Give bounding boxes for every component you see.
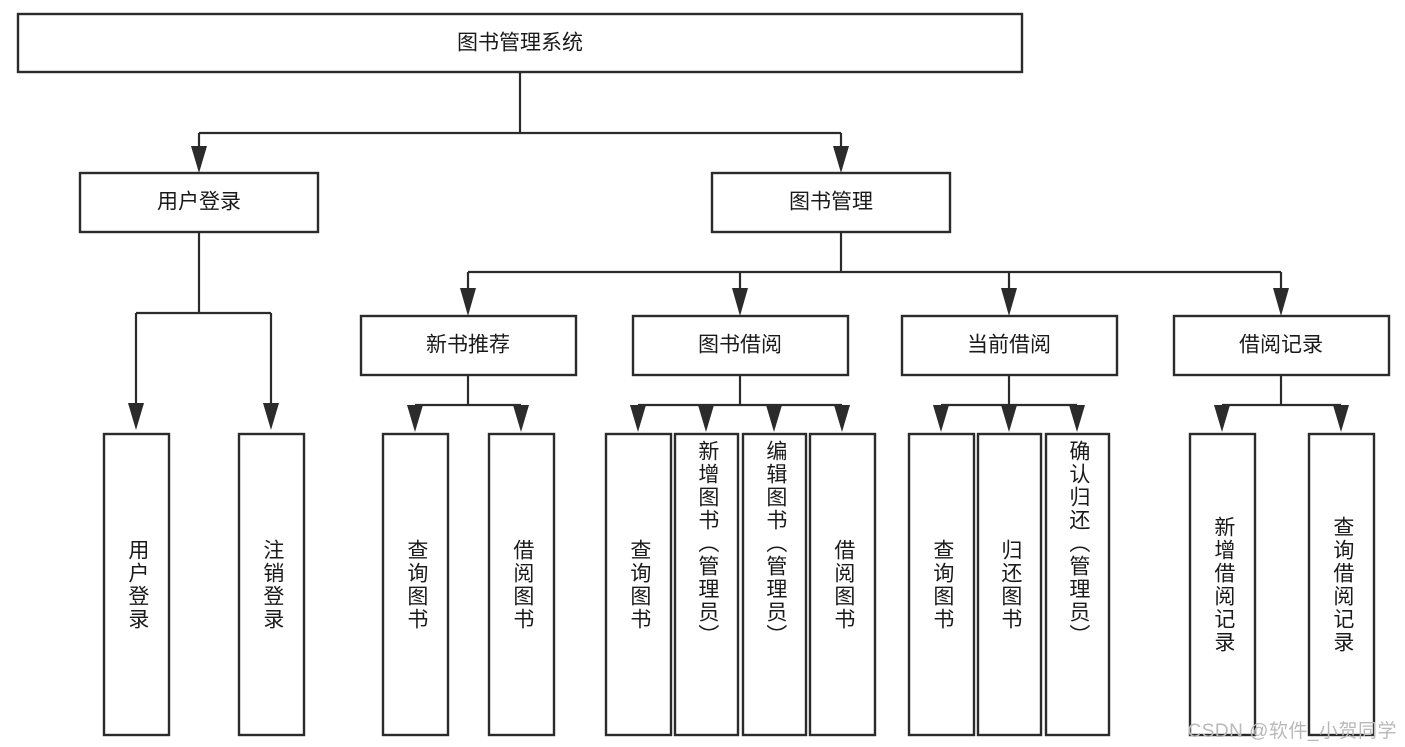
arrowhead-borrow-record-leaf-1 [1214, 405, 1230, 432]
arrowhead-bm-borrow-record [1273, 288, 1289, 316]
edge-group-user-login-to-leaves [128, 232, 279, 430]
edge-group-current-borrow-to-leaves [933, 375, 1085, 432]
node-user-login-label: 用户登录 [157, 191, 241, 214]
node-current-borrow-label: 当前借阅 [967, 334, 1051, 357]
edge-group-root-to-level2 [191, 72, 849, 173]
arrowhead-book-borrow-leaf-3 [766, 405, 782, 432]
node-current-borrow[interactable]: 当前借阅 [900, 314, 1119, 377]
node-user-login[interactable]: 用户登录 [78, 171, 320, 234]
leaf-box-return-book[interactable] [976, 432, 1043, 737]
edge-group-book-borrow-to-leaves [630, 375, 850, 432]
edge-group-borrow-record-to-leaves [1214, 375, 1349, 432]
arrowhead-bm-current-borrow [1001, 288, 1017, 316]
node-current-borrow-box[interactable] [900, 314, 1119, 377]
arrowhead-book-borrow-leaf-4 [834, 405, 850, 432]
node-book-borrow-label: 图书借阅 [698, 334, 782, 357]
leaf-boxes [102, 432, 1376, 737]
arrowhead-current-borrow-leaf-1 [933, 405, 949, 432]
leaf-box-borrow-book-1[interactable] [487, 432, 556, 737]
arrowhead-root-to-book-management [833, 146, 849, 173]
leaf-box-user-login[interactable] [102, 432, 171, 737]
arrowhead-user-login-leaf-2 [263, 403, 279, 430]
node-book-borrow-box[interactable] [631, 314, 850, 377]
node-book-management-label: 图书管理 [789, 191, 873, 214]
node-root-box[interactable] [16, 12, 1024, 74]
node-book-borrow[interactable]: 图书借阅 [631, 314, 850, 377]
leaf-box-borrow-book-2[interactable] [808, 432, 877, 737]
arrowhead-root-to-user-login [191, 146, 207, 173]
leaf-box-query-book-2[interactable] [604, 432, 673, 737]
node-user-login-box[interactable] [78, 171, 320, 234]
node-root[interactable]: 图书管理系统 [16, 12, 1024, 74]
node-new-book-recommend[interactable]: 新书推荐 [359, 314, 578, 377]
leaf-box-add-record[interactable] [1188, 432, 1257, 737]
node-book-management[interactable]: 图书管理 [710, 171, 952, 234]
watermark-text: CSDN @软件_小贺同学 [1187, 721, 1397, 742]
node-book-management-box[interactable] [710, 171, 952, 234]
node-new-book-recommend-label: 新书推荐 [426, 334, 510, 357]
leaf-box-add-book[interactable] [673, 432, 740, 737]
arrowhead-user-login-leaf-1 [128, 403, 144, 430]
edge-group-book-management-to-level3 [460, 232, 1289, 316]
arrowhead-book-borrow-leaf-1 [630, 405, 646, 432]
arrowhead-borrow-record-leaf-2 [1333, 405, 1349, 432]
arrowhead-book-borrow-leaf-2 [698, 405, 714, 432]
arrowhead-new-book-leaf-1 [407, 405, 423, 432]
leaf-box-query-book-1[interactable] [381, 432, 450, 737]
node-borrow-record-label: 借阅记录 [1239, 334, 1323, 357]
node-borrow-record-box[interactable] [1172, 314, 1391, 377]
edge-group-new-book-to-leaves [407, 375, 529, 432]
leaf-box-query-book-3[interactable] [907, 432, 976, 737]
arrowhead-current-borrow-leaf-3 [1069, 405, 1085, 432]
leaf-box-edit-book[interactable] [741, 432, 808, 737]
arrowhead-current-borrow-leaf-2 [1001, 405, 1017, 432]
arrowhead-new-book-leaf-2 [513, 405, 529, 432]
arrowhead-bm-new-book [460, 288, 476, 316]
leaf-box-confirm-return[interactable] [1044, 432, 1111, 737]
leaf-box-query-record[interactable] [1307, 432, 1376, 737]
node-borrow-record[interactable]: 借阅记录 [1172, 314, 1391, 377]
leaf-box-user-logout[interactable] [237, 432, 306, 737]
arrowhead-bm-book-borrow [732, 288, 748, 316]
node-root-label: 图书管理系统 [457, 32, 583, 55]
node-new-book-recommend-box[interactable] [359, 314, 578, 377]
